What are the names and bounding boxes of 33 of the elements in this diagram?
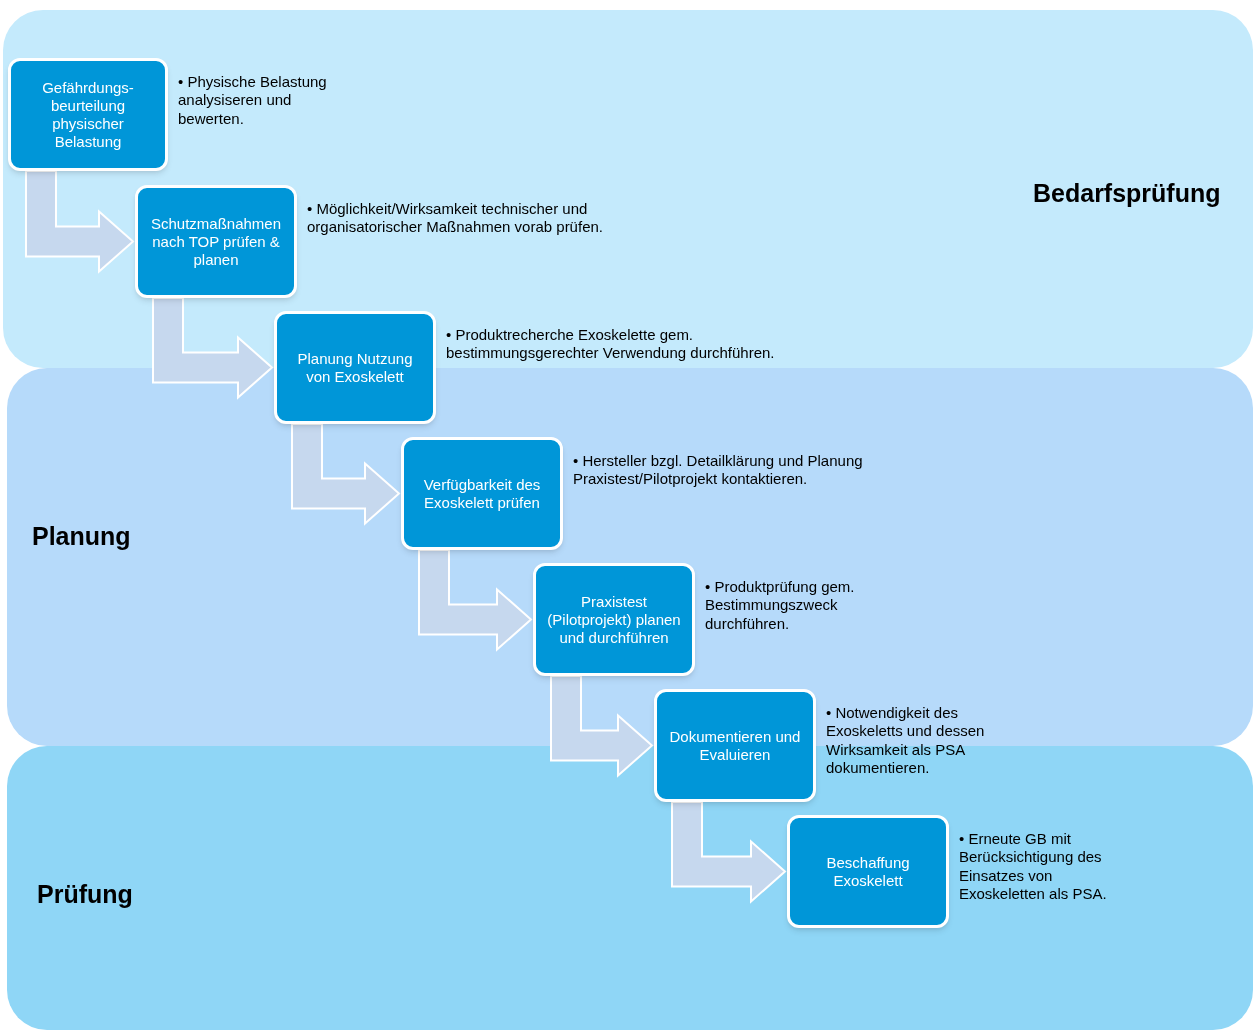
bullet-text: • Möglichkeit/Wirksamkeit technischer und organisatorischer Maßnahmen vorab prüfen. bbox=[307, 200, 604, 237]
phase-band bbox=[3, 10, 1253, 368]
bullet-text: • Hersteller bzgl. Detailklärung und Planung Praxistest/Pilotprojekt kontaktieren. bbox=[573, 452, 863, 489]
step-label: Praxistest (Pilotprojekt) planen und durchführen bbox=[546, 592, 682, 647]
phase-heading: Planung bbox=[32, 521, 131, 552]
bullet-text: • Erneute GB mit Berücksichtigung des Einsatzes von Exoskeletten als PSA. bbox=[959, 830, 1108, 904]
bullet-text: • Physische Belastung analysiseren und bewerten. bbox=[178, 73, 328, 128]
process-box bbox=[787, 815, 949, 928]
step-label: Verfügbarkeit des Exoskelett prüfen bbox=[422, 475, 542, 512]
step-label: Planung Nutzung von Exoskelett bbox=[296, 349, 414, 386]
phase-heading: Bedarfsprüfung bbox=[1033, 178, 1221, 209]
elbow-arrow bbox=[550, 675, 654, 778]
phase-band bbox=[7, 368, 1253, 746]
elbow-arrow bbox=[25, 170, 135, 274]
process-box bbox=[654, 689, 816, 802]
process-box bbox=[135, 185, 297, 298]
elbow-arrow bbox=[152, 297, 274, 400]
bullet-text: • Produktrecherche Exoskelette gem. bestimmungsgerechter Verwendung durchführen. bbox=[446, 326, 776, 363]
step-label: Beschaffung Exoskelett bbox=[825, 853, 911, 890]
phase-heading: Prüfung bbox=[37, 879, 133, 910]
bullet-text: • Produktprüfung gem. Bestimmungszweck durchführen. bbox=[705, 578, 856, 633]
bullet-text: • Notwendigkeit des Exoskeletts und dessen Wirksamkeit als PSA dokumentieren. bbox=[826, 704, 986, 778]
process-box bbox=[401, 437, 563, 550]
elbow-arrow bbox=[671, 801, 787, 904]
step-label: Dokumentieren und Evaluieren bbox=[668, 727, 802, 764]
step-label: Gefährdungs-beurteilung physischer Belastung bbox=[41, 78, 135, 151]
process-box bbox=[533, 563, 695, 676]
elbow-arrow bbox=[291, 423, 401, 526]
elbow-arrow bbox=[418, 549, 533, 652]
phase-band bbox=[7, 746, 1253, 1030]
process-box bbox=[274, 311, 436, 424]
step-label: Schutzmaßnahmen nach TOP prüfen & planen bbox=[149, 214, 283, 269]
process-box bbox=[8, 58, 168, 171]
